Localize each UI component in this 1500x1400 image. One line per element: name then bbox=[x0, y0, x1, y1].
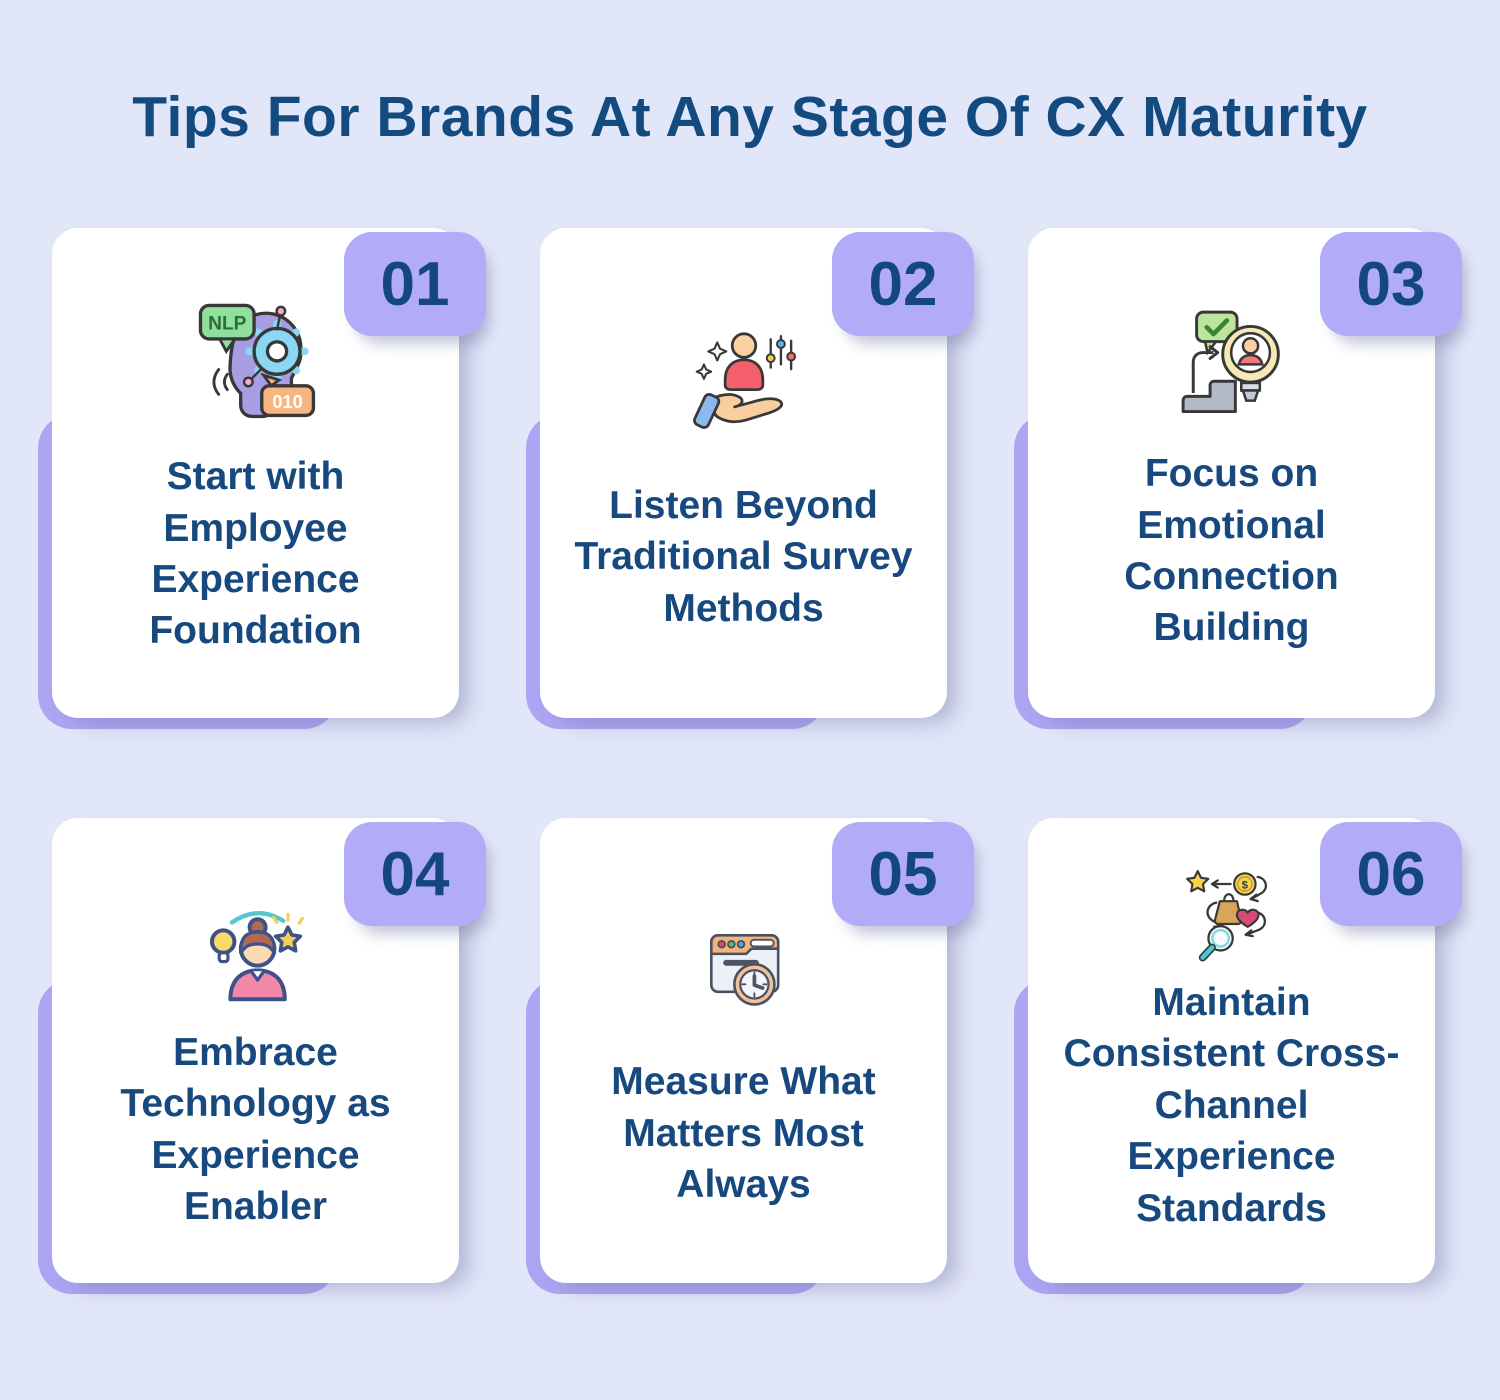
person-idea-star-icon bbox=[200, 900, 312, 1012]
icon-label-dollar: $ bbox=[1241, 879, 1248, 891]
card-number: 02 bbox=[868, 249, 938, 319]
card-body: 04 bbox=[52, 818, 486, 1283]
card-number-badge: 04 bbox=[344, 822, 486, 926]
nlp-brain-icon: NLP 010 bbox=[189, 292, 323, 426]
card-label-area: Listen Beyond Traditional Survey Methods bbox=[540, 432, 947, 718]
card-label-area: Measure What Matters Most Always bbox=[540, 1020, 947, 1283]
card-body: 03 Focus on Em bbox=[1028, 228, 1462, 718]
card-number-badge: 06 bbox=[1320, 822, 1462, 926]
card-number: 04 bbox=[380, 839, 450, 909]
card-label: Focus on Emotional Connection Building bbox=[1124, 452, 1339, 650]
card-number-badge: 02 bbox=[832, 232, 974, 336]
card-label: Measure What Matters Most Always bbox=[611, 1060, 876, 1207]
card-label: Embrace Technology as Experience Enabler bbox=[120, 1030, 391, 1228]
browser-clock-icon bbox=[692, 916, 796, 1020]
card-label-area: Embrace Technology as Experience Enabler bbox=[52, 1012, 459, 1283]
card-number-badge: 05 bbox=[832, 822, 974, 926]
card-number-badge: 03 bbox=[1320, 232, 1462, 336]
card-label-area: Maintain Consistent Cross-Channel Experi… bbox=[1028, 964, 1435, 1283]
card-number: 06 bbox=[1356, 839, 1426, 909]
hand-holding-customer-icon bbox=[689, 322, 799, 432]
tip-card-05: 05 bbox=[526, 818, 974, 1294]
card-number: 05 bbox=[868, 839, 938, 909]
card-label: Maintain Consistent Cross-Channel Experi… bbox=[1063, 980, 1400, 1230]
icon-label-010: 010 bbox=[272, 392, 302, 412]
tip-card-03: 03 Focus on Em bbox=[1014, 228, 1462, 729]
card-number-badge: 01 bbox=[344, 232, 486, 336]
card-label: Listen Beyond Traditional Survey Methods bbox=[574, 483, 913, 630]
card-body: 06 $ bbox=[1028, 818, 1462, 1283]
card-label: Start with Employee Experience Foundatio… bbox=[149, 455, 362, 653]
card-number: 03 bbox=[1356, 249, 1426, 319]
page-title: Tips For Brands At Any Stage Of CX Matur… bbox=[132, 85, 1368, 149]
steps-to-idea-person-icon bbox=[1173, 302, 1291, 420]
tip-card-01: 01 bbox=[38, 228, 486, 729]
card-body: 01 bbox=[52, 228, 486, 718]
card-label-area: Focus on Emotional Connection Building bbox=[1028, 420, 1435, 718]
tip-card-04: 04 bbox=[38, 818, 486, 1294]
omnichannel-journey-icon: $ bbox=[1182, 864, 1282, 964]
card-body: 02 bbox=[540, 228, 974, 718]
card-body: 05 bbox=[540, 818, 974, 1283]
tip-card-06: 06 $ bbox=[1014, 818, 1462, 1294]
card-number: 01 bbox=[380, 249, 450, 319]
card-label-area: Start with Employee Experience Foundatio… bbox=[52, 426, 459, 718]
tip-card-02: 02 bbox=[526, 228, 974, 729]
icon-label-nlp: NLP bbox=[208, 313, 246, 334]
